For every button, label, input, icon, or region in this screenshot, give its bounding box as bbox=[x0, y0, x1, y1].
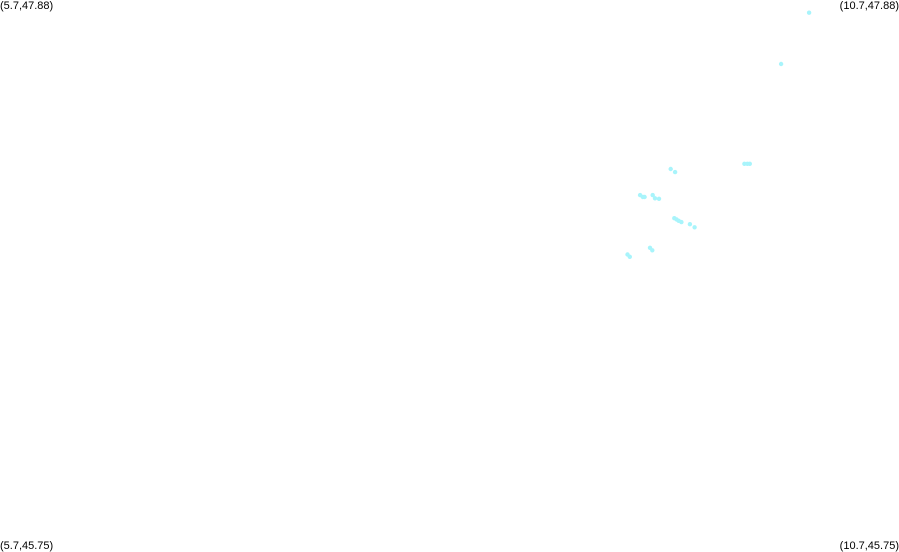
map-point bbox=[627, 254, 632, 259]
map-point bbox=[656, 196, 662, 201]
map-point bbox=[650, 248, 655, 253]
map-point bbox=[806, 10, 812, 15]
map-point bbox=[778, 61, 784, 67]
map-point bbox=[679, 219, 684, 225]
corner-coordinate-top-left: (5.7,47.88) bbox=[0, 0, 54, 12]
corner-coordinate-bottom-right: (10.7,45.75) bbox=[839, 540, 899, 552]
map-point bbox=[692, 225, 697, 230]
map-point bbox=[642, 194, 647, 200]
corner-coordinate-top-right: (10.7,47.88) bbox=[839, 0, 899, 12]
corner-coordinate-bottom-left: (5.7,45.75) bbox=[0, 540, 54, 552]
map-point bbox=[668, 166, 673, 172]
map-point bbox=[672, 169, 678, 175]
map-point bbox=[747, 161, 752, 166]
map-point bbox=[652, 196, 658, 201]
map-point bbox=[687, 222, 693, 227]
map-point bbox=[650, 192, 655, 198]
